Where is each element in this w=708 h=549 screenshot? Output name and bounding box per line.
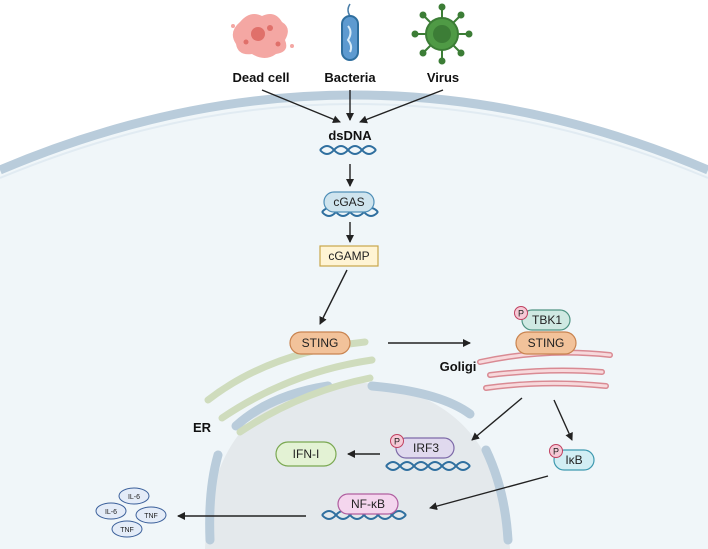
tbk1-phospho-label: P (518, 309, 524, 319)
nuclear-envelope (205, 381, 513, 545)
tbk1-phospho-icon (514, 306, 528, 320)
cytokine-cluster: IL-6 IL-6 TNF TNF (95, 487, 167, 538)
er-label: ER (193, 420, 212, 435)
bacteria-label: Bacteria (324, 70, 376, 85)
dsdna-label: dsDNA (328, 128, 372, 143)
nfkb-label: NF-κB (351, 497, 385, 511)
arrow-golgi-irf3 (471, 397, 523, 441)
virus-icon (411, 3, 473, 65)
cytokine-il6-b-label: IL-6 (105, 509, 117, 516)
nfkb-dna-icon (321, 510, 407, 520)
virus-label: Virus (427, 70, 459, 85)
dead-cell-icon (231, 14, 294, 58)
ikb-box (553, 449, 595, 471)
cytokine-il6-a-label: IL-6 (128, 494, 140, 501)
ifn-box (275, 441, 337, 467)
cgas-box (323, 191, 375, 213)
ifn-label: IFN-I (293, 447, 320, 461)
cytokine-tnf-b-label: TNF (120, 527, 134, 534)
tbk1-box (521, 309, 571, 331)
ikb-label: IκB (565, 453, 582, 467)
cytokine-tnf-b (111, 520, 143, 538)
sting-er-label: STING (302, 336, 339, 350)
cytokine-il6-b (95, 502, 127, 520)
cgamp-box (319, 245, 379, 267)
arrow-golgi-ikb (553, 399, 573, 441)
ikb-phospho-icon (549, 444, 563, 458)
irf3-phospho-icon (390, 434, 404, 448)
ikb-phospho-label: P (553, 447, 559, 457)
irf3-box (395, 437, 455, 459)
cytokine-tnf-a-label: TNF (144, 513, 158, 520)
cgamp-label: cGAMP (328, 249, 369, 263)
sting-golgi-box (515, 331, 577, 355)
bacteria-icon (341, 3, 359, 61)
irf3-label: IRF3 (413, 441, 439, 455)
nfkb-box (337, 493, 399, 515)
arrow-cgamp-sting (319, 269, 348, 325)
arrow-virus-dsdna (359, 89, 444, 124)
cell-membrane-inner (0, 103, 708, 179)
cell-membrane (0, 90, 708, 175)
cgas-label: cGAS (333, 195, 364, 209)
irf3-dna-icon (385, 461, 471, 471)
sting-er-box (289, 331, 351, 355)
cell-cytoplasm (0, 95, 708, 549)
sting-golgi-label: STING (528, 336, 565, 350)
cytokine-tnf-a (135, 506, 167, 524)
tbk1-label: TBK1 (532, 313, 562, 327)
dead-cell-label: Dead cell (232, 70, 289, 85)
dsdna-helix-icon (319, 145, 377, 155)
arrow-ikb-nfkb (429, 475, 549, 511)
cytokine-il6-a (118, 487, 150, 505)
arrow-deadcell-dsdna (261, 89, 341, 124)
golgi-label: Goligi (440, 359, 477, 374)
irf3-phospho-label: P (394, 437, 400, 447)
